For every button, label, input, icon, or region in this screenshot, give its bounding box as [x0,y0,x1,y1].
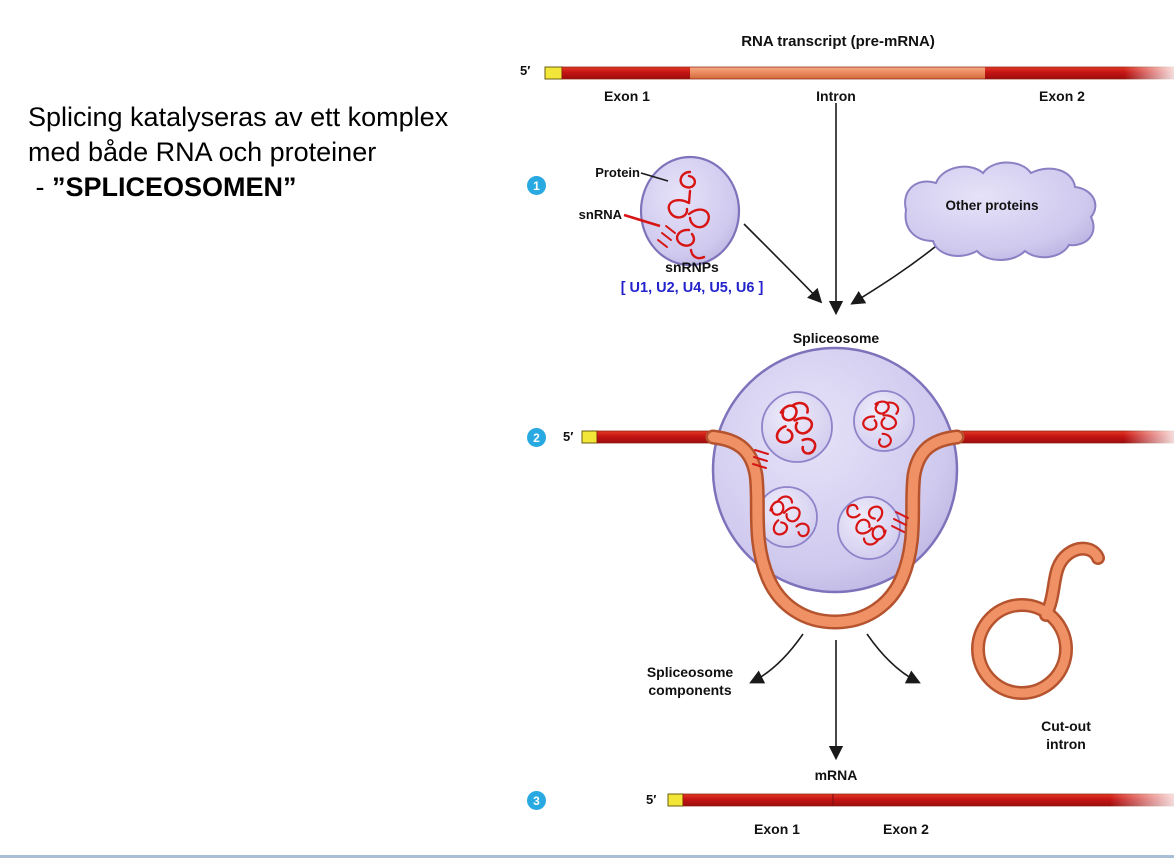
snrnp-u-list: [ U1, U2, U4, U5, U6 ] [620,280,764,296]
cutout-intron-lariat [971,541,1105,700]
spliceosome-label: Spliceosome [792,330,880,346]
step-badge-3: 3 [527,791,546,810]
caption-line-2: med både RNA och proteiner [28,137,377,167]
caption-line-3: - ”SPLICEOSOMEN” [28,170,448,205]
slide-caption: Splicing katalyseras av ett komplex med … [28,100,448,205]
converging-arrows [743,223,947,305]
caption-line-1: Splicing katalyseras av ett komplex [28,102,449,132]
exon2-bottom-label: Exon 2 [883,821,929,837]
protein-pointer-line [640,172,669,182]
snrnps-label: snRNPs [665,259,719,275]
spliceosome-body [711,346,959,594]
bottom-rule [0,855,1174,858]
mrna-bar [667,792,1174,808]
release-arrows [749,633,921,761]
step2-rna-bars [581,429,1174,445]
snrna-label: snRNA [578,207,622,222]
caption-line-3-prefix: - [28,172,52,202]
exon1-top-label: Exon 1 [604,88,650,104]
exon1-bottom-label: Exon 1 [754,821,800,837]
cutout-label-line2: intron [1046,736,1086,752]
other-proteins-label: Other proteins [945,198,1039,213]
snrna-pointer-line [623,213,661,228]
step-badge-2: 2 [527,428,546,447]
five-prime-step3: 5′ [646,792,657,807]
five-prime-top: 5′ [520,63,531,78]
exon2-top-label: Exon 2 [1039,88,1085,104]
cutout-label-line1: Cut-out [1041,718,1091,734]
intron-top-label: Intron [816,88,856,104]
step-badge-1: 1 [527,176,546,195]
mrna-label: mRNA [814,767,858,783]
diagram-title: RNA transcript (pre-mRNA) [741,33,935,50]
protein-label: Protein [595,165,640,180]
snrnp-particle [623,155,741,267]
five-prime-step2: 5′ [563,429,574,444]
components-label-line2: components [648,682,732,698]
caption-spliceosomen: ”SPLICEOSOMEN” [52,172,297,202]
components-label-line1: Spliceosome [646,664,734,680]
intron-loop-strand [705,429,965,630]
pre-mrna-bar [544,65,1174,81]
other-proteins-blob [904,161,1097,261]
